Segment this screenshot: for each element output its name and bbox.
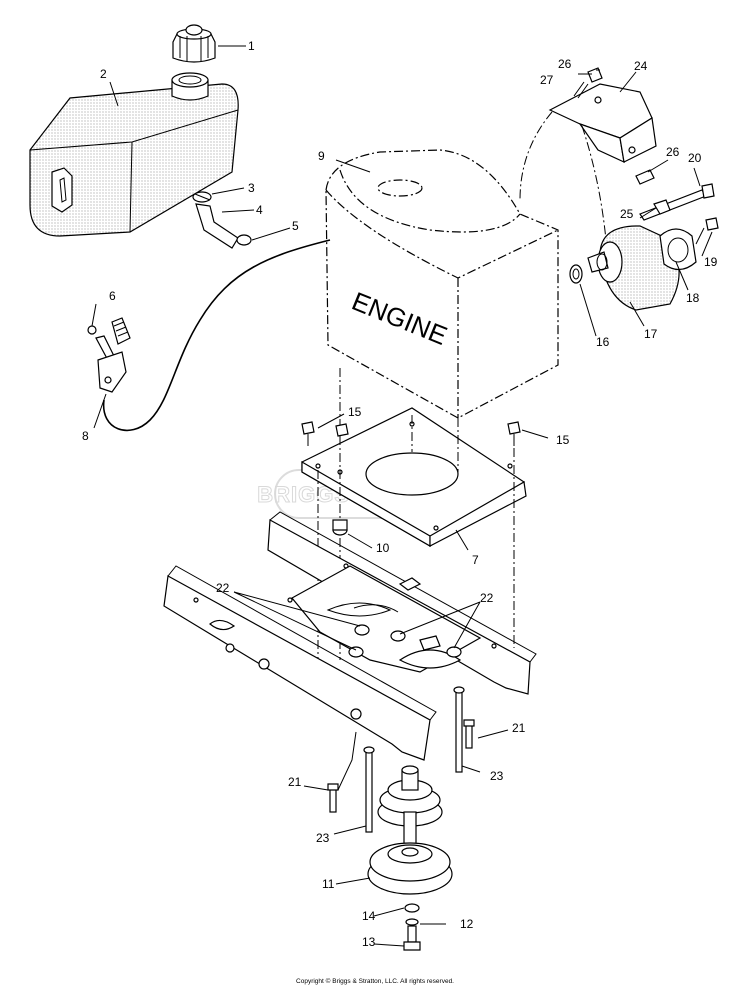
bolt-left (327, 783, 339, 813)
copyright-notice: Copyright © Briggs & Stratton, LLC. All … (296, 977, 454, 985)
fuel-cap (172, 24, 216, 63)
callout-11: 11 (322, 877, 335, 891)
flange-nut (332, 519, 348, 536)
muffler-gasket (659, 228, 697, 271)
callout-22-right: 22 (480, 591, 494, 605)
plate-bolt-right (507, 421, 521, 446)
bolt-right (463, 719, 475, 749)
callout-3: 3 (248, 181, 255, 195)
engine-mounting-plate (301, 407, 527, 548)
frame-nut-4 (446, 646, 462, 658)
washer (404, 903, 420, 913)
callout-13: 13 (362, 935, 376, 949)
callout-10: 10 (376, 541, 390, 555)
muffler-bracket (548, 83, 657, 164)
muffler-bolt (639, 183, 715, 221)
muffler-bracket-bolt (573, 67, 603, 99)
muffler-mount-bolt (695, 217, 719, 245)
engine-pulley (367, 765, 453, 895)
callout-23-left: 23 (316, 831, 330, 845)
callout-12: 12 (460, 917, 474, 931)
callout-21-left: 21 (288, 775, 302, 789)
callout-25: 25 (620, 207, 634, 221)
callout-26-right: 26 (666, 145, 680, 159)
callout-16: 16 (596, 335, 610, 349)
callout-24: 24 (634, 59, 648, 73)
lock-washer-bottom (405, 918, 419, 926)
callout-labels: 1 2 3 4 5 6 7 8 9 10 11 12 13 14 15 15 1… (82, 39, 718, 949)
plate-bolt-left (301, 421, 315, 446)
callout-23-right: 23 (490, 769, 504, 783)
leader-lines (91, 45, 713, 947)
callout-7: 7 (472, 553, 479, 567)
throttle-cable (102, 239, 331, 432)
stud-right (453, 686, 465, 773)
frame-rail-left (163, 565, 437, 761)
callout-18: 18 (686, 291, 700, 305)
callout-4: 4 (256, 203, 263, 217)
callout-6: 6 (109, 289, 116, 303)
callout-19: 19 (704, 255, 718, 269)
frame-nut-2 (348, 646, 364, 658)
engine-label: ENGINE (348, 286, 452, 351)
callout-9: 9 (318, 149, 325, 163)
hose-clamp (192, 191, 212, 203)
callout-20: 20 (688, 151, 702, 165)
muffler-bracket-screw (635, 169, 655, 185)
engine-block: ENGINE (325, 149, 559, 419)
plate-bolt-center (335, 423, 349, 437)
callout-5: 5 (292, 219, 299, 233)
callout-8: 8 (82, 429, 89, 443)
callout-2: 2 (100, 67, 107, 81)
callout-15-right: 15 (556, 433, 570, 447)
callout-26-top: 26 (558, 57, 572, 71)
fuel-hose-elbow (195, 203, 252, 249)
lock-washer (653, 199, 671, 215)
callout-17: 17 (644, 327, 658, 341)
mounting-phantom-line (519, 111, 607, 241)
frame-nut-1 (354, 624, 370, 636)
crossmember (291, 565, 482, 673)
callout-14: 14 (362, 909, 376, 923)
callout-27: 27 (540, 73, 554, 87)
alignment-lines (317, 368, 515, 660)
callout-22-left: 22 (216, 581, 230, 595)
muffler (587, 225, 680, 311)
callout-21-right: 21 (512, 721, 526, 735)
exhaust-gasket (569, 264, 583, 284)
frame-wire (337, 731, 357, 791)
throttle-control (87, 317, 131, 393)
callout-1: 1 (248, 39, 255, 53)
stud-left (363, 746, 375, 833)
callout-15-left: 15 (348, 405, 362, 419)
pulley-bolt (403, 925, 421, 951)
fuel-tank (29, 72, 239, 237)
